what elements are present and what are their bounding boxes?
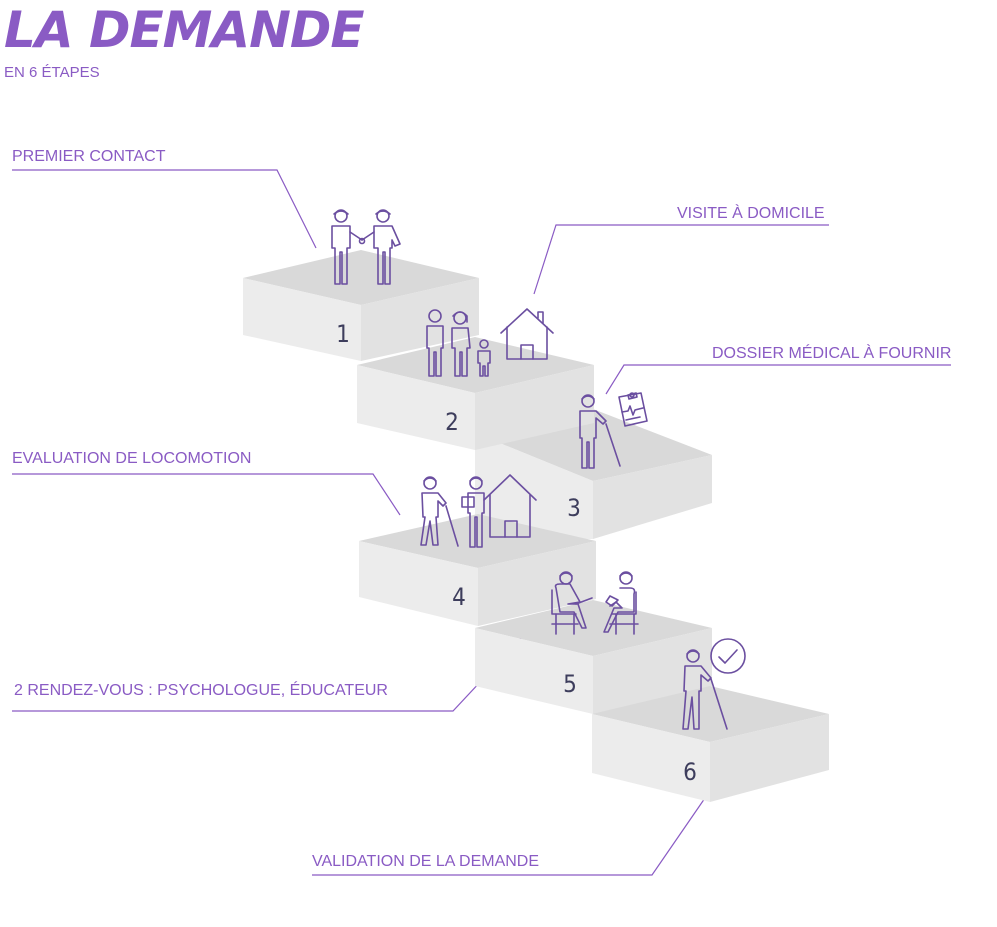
page-title: LA DEMANDE: [4, 1, 365, 59]
person-with-cane-icon: [579, 394, 621, 469]
step-6-label: VALIDATION DE LA DEMANDE: [312, 853, 540, 870]
checkmark-icon: [710, 638, 746, 674]
locomotion-evaluation-icon: [420, 474, 537, 548]
validated-person-icon: [682, 649, 728, 730]
step-6-number: 6: [683, 758, 697, 786]
leader-line-2: [533, 224, 829, 295]
step-3-number: 3: [567, 494, 581, 522]
step-5-number: 5: [563, 670, 577, 698]
leader-line-6: [312, 797, 706, 876]
page-subtitle: EN 6 ÉTAPES: [4, 64, 100, 81]
step-block-5: [475, 600, 712, 714]
step-block-1: [243, 250, 479, 361]
leader-line-3: [605, 364, 951, 395]
leader-line-4: [12, 473, 401, 516]
house-icon: [500, 308, 554, 360]
leader-line-1: [12, 169, 317, 249]
step-2-number: 2: [445, 408, 459, 436]
step-block-6: [592, 686, 829, 802]
leader-line-5: [12, 633, 526, 712]
step-4-number: 4: [452, 583, 466, 611]
medical-file-icon: [618, 392, 648, 427]
family-icon: [426, 309, 491, 377]
step-1-label: PREMIER CONTACT: [12, 148, 166, 165]
handshake-icon: [331, 209, 401, 285]
step-block-2: [357, 337, 594, 450]
step-2-label: VISITE À DOMICILE: [677, 205, 825, 222]
step-3-label: DOSSIER MÉDICAL À FOURNIR: [712, 345, 952, 362]
step-4-label: EVALUATION DE LOCOMOTION: [12, 450, 252, 467]
step-1-number: 1: [336, 320, 350, 348]
step-5-label: 2 RENDEZ-VOUS : PSYCHOLOGUE, ÉDUCATEUR: [14, 682, 388, 699]
consultation-icon: [551, 571, 639, 635]
